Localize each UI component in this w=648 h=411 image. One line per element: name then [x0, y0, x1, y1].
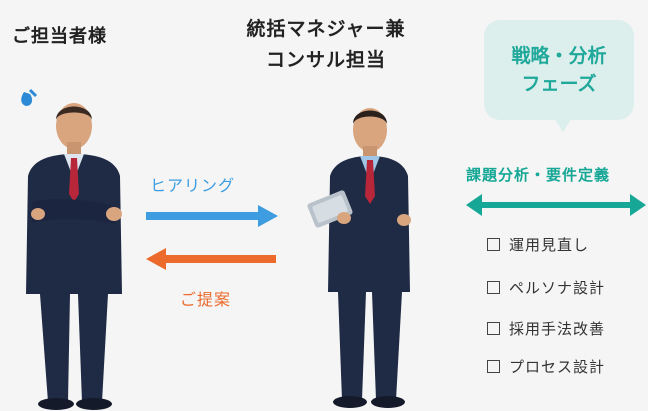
sweat-drop-icon	[21, 92, 33, 106]
phase-bubble-line1: 戦略・分析	[511, 45, 607, 67]
client-person-illustration	[21, 88, 122, 410]
client-label: ご担当者様	[12, 26, 107, 47]
phase-bubble-line2: フェーズ	[521, 73, 597, 95]
task-label: プロセス設計	[509, 358, 606, 376]
consultant-label: 統括マネジャー兼 コンサル担当	[226, 14, 426, 76]
task-item: プロセス設計	[487, 356, 605, 377]
proposal-label: ご提案	[180, 290, 232, 309]
task-label: 運用見直し	[509, 236, 590, 254]
checkbox-icon	[487, 281, 500, 294]
hearing-arrow-icon	[146, 205, 278, 227]
task-label: ペルソナ設計	[509, 279, 606, 297]
proposal-arrow-icon	[146, 248, 276, 270]
phase-title: 課題分析・要件定義	[466, 166, 611, 184]
consultant-label-line1: 統括マネジャー兼	[246, 18, 406, 40]
double-arrow-icon	[466, 194, 646, 216]
task-item: 運用見直し	[487, 234, 589, 255]
consultant-person-illustration	[307, 108, 411, 408]
task-item: ペルソナ設計	[487, 277, 605, 298]
phase-bubble: 戦略・分析 フェーズ	[484, 20, 634, 120]
bubble-tail	[554, 118, 572, 132]
checkbox-icon	[487, 322, 500, 335]
hearing-label: ヒアリング	[150, 176, 236, 195]
task-label: 採用手法改善	[509, 320, 606, 338]
checkbox-icon	[487, 238, 500, 251]
task-item: 採用手法改善	[487, 318, 605, 339]
checkbox-icon	[487, 360, 500, 373]
consultant-label-line2: コンサル担当	[265, 49, 386, 71]
